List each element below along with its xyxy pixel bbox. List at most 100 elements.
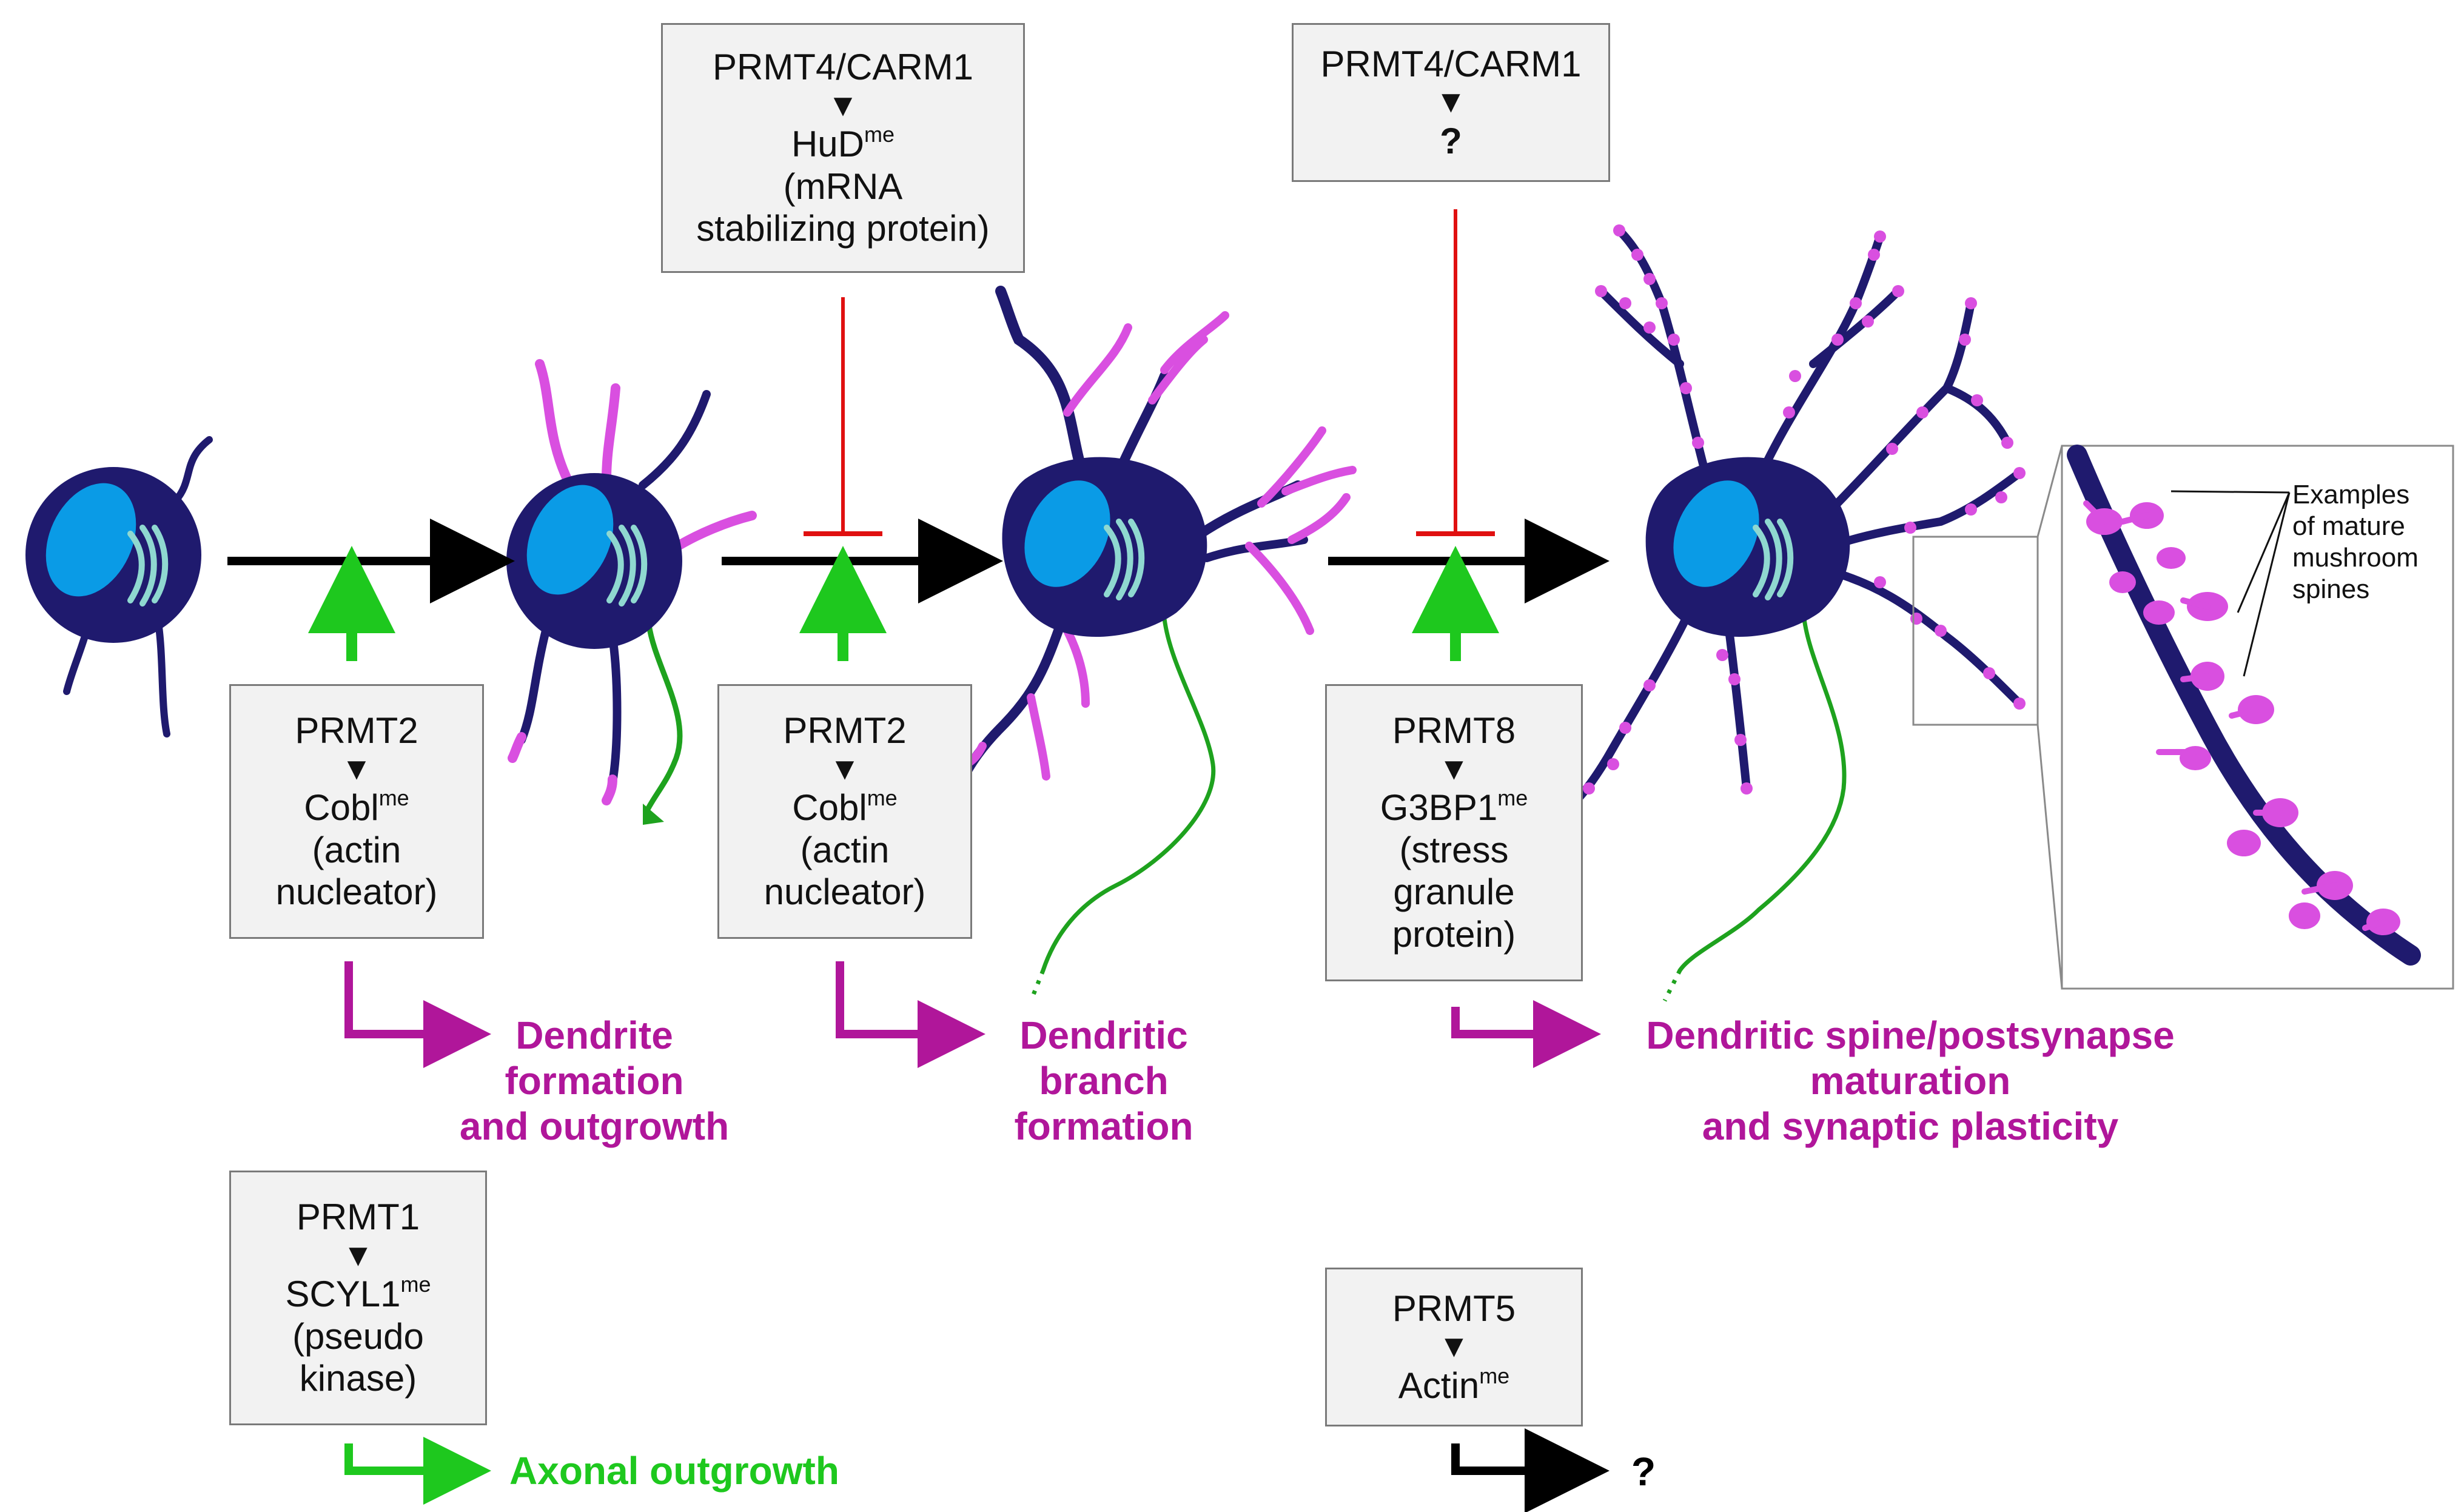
dendrite-branch [1754, 232, 1884, 483]
callout-line: mushroom [2292, 542, 2419, 573]
outcome-line: formation [1014, 1104, 1193, 1148]
golgi-apparatus [606, 525, 648, 606]
enzyme-label: PRMT5 [1392, 1288, 1516, 1329]
outcome-dendrite-formation: Dendrite formation and outgrowth [443, 1013, 746, 1149]
axon [1041, 616, 1216, 973]
neuron-stage-1 [25, 436, 213, 738]
neurite [639, 390, 711, 489]
dendrite-branch [1821, 566, 2024, 708]
axon [643, 622, 683, 816]
outcome-line: Dendritic spine/postsynapse [1646, 1013, 2175, 1057]
neurite [608, 633, 622, 787]
box-prmt5: PRMT5 ▼ Actinme [1325, 1268, 1583, 1426]
enzyme-label: PRMT2 [783, 710, 907, 751]
down-arrow-icon: ▼ [829, 751, 861, 787]
outcome-line: Dendritic [1019, 1013, 1188, 1057]
substrate-desc: protein) [1392, 913, 1516, 955]
callout-line: spines [2292, 574, 2370, 604]
down-arrow-icon: ▼ [341, 751, 372, 787]
substrate-desc: kinase) [299, 1358, 417, 1399]
box-prmt8: PRMT8 ▼ G3BP1me (stress granule protein) [1325, 684, 1583, 981]
enzyme-label: PRMT8 [1392, 710, 1516, 751]
golgi-apparatus [127, 525, 169, 606]
outcome-branch-formation: Dendritic branch formation [970, 1013, 1237, 1149]
elbow-arrow-unknown [1451, 1428, 1610, 1512]
substrate-desc: (pseudo [292, 1315, 424, 1357]
zoom-line [2036, 724, 2063, 989]
enzyme-label: PRMT4/CARM1 [712, 47, 974, 88]
spines [1559, 224, 2026, 819]
box-prmt4-unknown: PRMT4/CARM1 ▼ ? [1292, 23, 1610, 182]
elbow-arrow-dendrite [344, 961, 491, 1068]
zoom-region [1912, 536, 2039, 726]
spine-inset [2061, 445, 2454, 990]
dendrite-process [1245, 493, 1351, 635]
golgi-apparatus [1104, 519, 1145, 600]
callout-line: of mature [2292, 511, 2405, 541]
zoom-line [2036, 445, 2063, 537]
down-arrow-icon: ▼ [827, 87, 859, 123]
substrate-desc: nucleator) [275, 872, 438, 913]
substrate-label: ? [1440, 120, 1462, 161]
substrate-desc: stabilizing protein) [696, 208, 990, 249]
neurite [517, 627, 550, 744]
dendrite-process [1063, 323, 1132, 417]
outcome-line: and outgrowth [459, 1104, 730, 1148]
box-prmt2-a: PRMT2 ▼ Coblme (actin nucleator) [229, 684, 484, 939]
nucleus [1024, 480, 1110, 587]
box-prmt4-hud: PRMT4/CARM1 ▼ HuDme (mRNA stabilizing pr… [661, 23, 1025, 273]
dendrite-branch [1615, 226, 1714, 496]
substrate-desc: (actin [312, 829, 401, 870]
substrate-label: Coblme [304, 785, 409, 828]
elbow-arrow-spine [1451, 1000, 1601, 1068]
neuron-stage-4 [1559, 224, 2063, 1002]
callout-line: Examples [2292, 480, 2410, 509]
elbow-arrow-axon [344, 1437, 491, 1505]
substrate-desc: (stress [1399, 829, 1509, 870]
substrate-label: HuDme [791, 122, 895, 164]
dendrite-branch [1560, 614, 1690, 817]
elbow-arrow-branch [836, 961, 985, 1068]
dendrite-branch [1724, 620, 1751, 793]
substrate-desc: nucleator) [764, 872, 926, 913]
dendrite-process [602, 383, 620, 484]
substrate-label: Coblme [792, 785, 898, 828]
box-prmt2-b: PRMT2 ▼ Coblme (actin nucleator) [717, 684, 972, 939]
axon-continuation [1662, 969, 1682, 1002]
box-prmt1: PRMT1 ▼ SCYL1me (pseudo kinase) [229, 1171, 487, 1425]
down-arrow-icon: ▼ [1438, 751, 1470, 787]
dendrite-process [508, 732, 526, 763]
substrate-label: G3BP1me [1380, 785, 1528, 828]
down-arrow-icon: ▼ [342, 1237, 374, 1273]
down-arrow-icon: ▼ [1435, 84, 1467, 120]
dendrite-branch [1597, 287, 1684, 368]
callout-lines [2170, 490, 2291, 677]
dendrite-process [668, 511, 757, 554]
enzyme-label: PRMT1 [296, 1197, 420, 1238]
nucleus [45, 483, 136, 597]
dendrite-process [602, 774, 617, 805]
axon-continuation [1029, 969, 1046, 1002]
growth-cone [643, 804, 664, 825]
inset-dendrite [2067, 445, 2421, 966]
outcome-line: Dendrite [515, 1013, 673, 1057]
enzyme-label: PRMT4/CARM1 [1320, 43, 1582, 84]
dendrite-process [535, 359, 575, 490]
outcome-unknown: ? [1631, 1449, 1656, 1494]
outcome-spine-maturation: Dendritic spine/postsynapse maturation a… [1577, 1013, 2244, 1149]
neuron-stage-3 [948, 286, 1357, 1002]
outcome-line: maturation [1810, 1058, 2011, 1103]
enzyme-label: PRMT2 [295, 710, 418, 751]
outcome-line: formation [505, 1058, 684, 1103]
neurite [172, 436, 213, 504]
dendrite-branch [1827, 469, 2024, 550]
nucleus [1673, 480, 1759, 587]
spine-callout: Examples of mature mushroom spines [2292, 479, 2444, 605]
substrate-desc: (actin [800, 829, 890, 870]
substrate-desc: granule [1393, 872, 1515, 913]
golgi-apparatus [1753, 519, 1794, 600]
dendrite-process [1148, 311, 1229, 405]
neurite [995, 286, 1088, 479]
substrate-label: SCYL1me [285, 1272, 431, 1314]
